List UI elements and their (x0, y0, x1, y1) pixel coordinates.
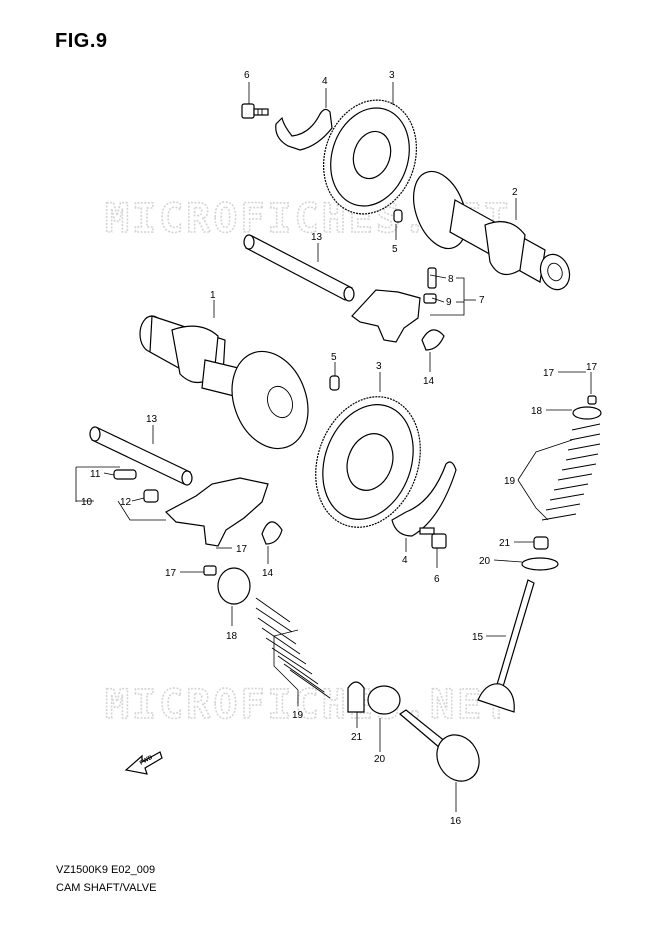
callout-18-right: 18 (531, 406, 543, 417)
callout-20-left: 20 (374, 754, 386, 765)
callout-6-top: 6 (244, 70, 250, 81)
callout-10: 10 (81, 497, 93, 508)
callout-19-left: 19 (292, 710, 304, 721)
cam-gear-middle (315, 396, 421, 528)
valve-spring-left (255, 597, 331, 699)
callout-19-right: 19 (504, 476, 516, 487)
valve-stem-seal-left (347, 681, 365, 713)
washer-shim-top (421, 329, 445, 351)
rocker-shaft-lower (89, 426, 193, 486)
retainer-plate-middle (391, 461, 457, 537)
spring-retainer-left (217, 567, 251, 605)
callout-3-top: 3 (389, 70, 395, 81)
callout-6-middle: 6 (434, 574, 440, 585)
diagram-name: CAM SHAFT/VALVE (56, 882, 157, 894)
bolt-middle (419, 527, 447, 549)
adjust-screw-lower (113, 469, 137, 480)
callout-20-right: 20 (479, 556, 491, 567)
rocker-arm-lower (165, 477, 269, 547)
callout-14-top: 14 (423, 376, 435, 387)
rocker-arm-top (351, 289, 421, 343)
callout-4-middle: 4 (402, 555, 408, 566)
callout-21-right: 21 (499, 538, 511, 549)
washer-shim-lower (261, 521, 283, 545)
valve-stem-seal-right (533, 536, 549, 550)
fwd-arrow-icon: FWD (124, 751, 163, 775)
callout-14-lower: 14 (262, 568, 274, 579)
callout-1: 1 (210, 290, 216, 301)
valve-spring-right (541, 423, 601, 521)
callout-7: 7 (479, 295, 485, 306)
callout-4-top: 4 (322, 76, 328, 87)
watermark-bottom: MICROFICHES.NET (105, 682, 511, 728)
callout-18-left: 18 (226, 631, 238, 642)
callout-5-middle: 5 (331, 352, 337, 363)
cam-gear-top (323, 99, 417, 215)
callout-17-left-lower: 17 (165, 568, 177, 579)
callout-5-top: 5 (392, 244, 398, 255)
spring-seat-right (521, 557, 559, 571)
rocker-shaft-top (243, 234, 355, 302)
callout-17-left-upper: 17 (236, 544, 248, 555)
callout-12: 12 (120, 497, 132, 508)
bolt-top (241, 103, 269, 119)
spring-retainer-right (572, 406, 602, 420)
exhaust-valve (399, 709, 480, 782)
adjust-screw-top (427, 267, 437, 289)
camshaft-rear (413, 170, 571, 291)
figure-title: FIG.9 (55, 30, 108, 52)
lock-nut-lower (143, 489, 159, 503)
callout-17-right-upper: 17 (586, 362, 598, 373)
leader-lines (75, 82, 592, 812)
valve-cotter-right (587, 395, 597, 405)
valve-cotter-left (203, 565, 217, 576)
callout-13-top: 13 (311, 232, 323, 243)
callout-13-lower: 13 (146, 414, 158, 425)
camshaft-front (139, 315, 309, 450)
retainer-plate-top (275, 108, 333, 151)
dowel-pin-top (393, 209, 403, 223)
spring-seat-left (367, 685, 401, 715)
callout-11: 11 (90, 469, 101, 480)
callout-2: 2 (512, 187, 518, 198)
callout-9: 9 (446, 297, 452, 308)
callout-17-right-lower: 17 (543, 368, 555, 379)
diagram-code: VZ1500K9 E02_009 (56, 864, 156, 876)
lock-nut-top (423, 293, 437, 304)
callout-16: 16 (450, 816, 462, 827)
callout-3-middle: 3 (376, 361, 382, 372)
dowel-pin-middle (329, 375, 340, 391)
callout-8: 8 (448, 274, 454, 285)
callout-15: 15 (472, 632, 484, 643)
callout-21-left: 21 (351, 732, 363, 743)
intake-valve (477, 579, 535, 713)
